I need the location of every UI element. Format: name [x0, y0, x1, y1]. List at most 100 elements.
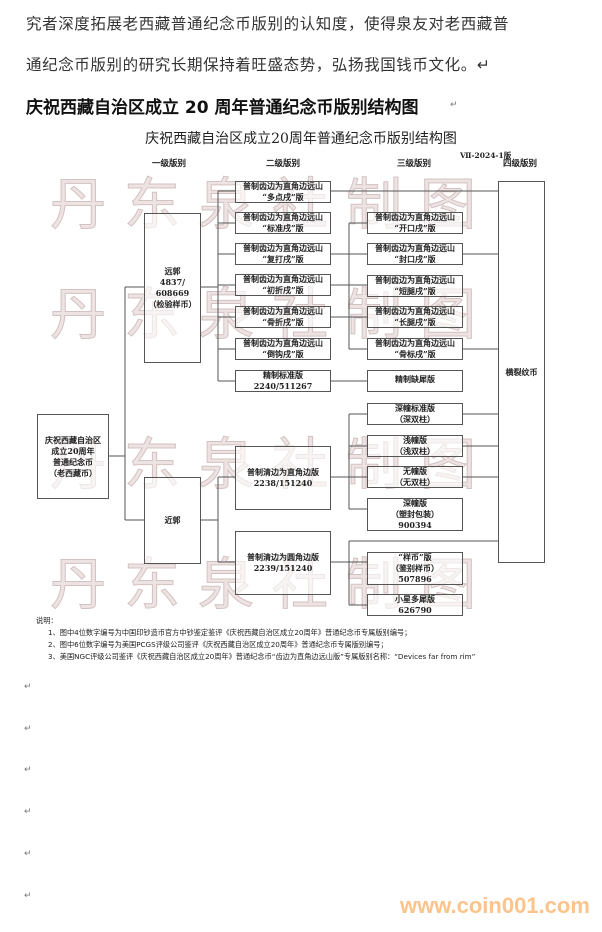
box-text: 普制齿边为直角边远山	[375, 212, 455, 222]
l3-box: 普制齿边为直角边远山“骨标戌”版	[367, 338, 463, 360]
box-text: “复打戌”版	[262, 254, 304, 264]
return-mark: ↵	[24, 807, 32, 817]
box-text: 普制齿边为直角边远山	[375, 338, 455, 348]
box-text: 普制齿边为直角边远山	[243, 306, 323, 316]
box-text: “长腿戌”版	[394, 317, 436, 327]
l3-box: 浅幢版（浅双柱）	[367, 435, 463, 457]
notes-label: 说明：	[36, 616, 58, 625]
box-text: “初折戌”版	[262, 285, 304, 295]
box-text: 深幢版	[403, 498, 427, 508]
level-header: 一级版别	[152, 159, 187, 169]
root-box: 庆祝西藏自治区 成立20周年 普通纪念币 （老西藏币）	[37, 414, 109, 499]
l2-box: 普制齿边为直角边远山“骨折戌”版	[235, 306, 331, 328]
l2-box: 普制齿边为直角边远山“初折戌”版	[235, 274, 331, 296]
return-mark: ↵	[24, 849, 32, 859]
box-text: 普通纪念币	[53, 456, 93, 467]
body-paragraph-line: 通纪念币版别的研究长期保持着旺盛态势，弘扬我国钱币文化。↵	[26, 56, 491, 74]
box-text: 近郭	[164, 515, 181, 525]
l2-box: 普制齿边为直角边远山“标准戌”版	[235, 212, 331, 234]
l3-box: 普制齿边为直角边远山“短腿戌”版	[367, 275, 463, 297]
box-text: “标准戌”版	[262, 223, 304, 233]
l2-box: 普制齿边为直角边远山“复打戌”版	[235, 243, 331, 265]
box-text: “样币”版	[398, 552, 432, 562]
l3-box: 精制缺犀版	[367, 370, 463, 392]
box-text: “骨折戌”版	[262, 317, 304, 327]
return-mark: ↵	[450, 100, 458, 110]
l3-box: 普制齿边为直角边远山“长腿戌”版	[367, 306, 463, 328]
box-text: 2240/511267	[253, 381, 313, 391]
box-text: 普制齿边为直角边远山	[243, 212, 323, 222]
l3-box: 无幢版（无双柱）	[367, 466, 463, 488]
box-text: “多点戌”版	[262, 192, 304, 202]
l4-box: 横裂纹币	[498, 181, 545, 563]
note-item: 3、美国NGC评级公司鉴评《庆祝西藏自治区成立20周年》普通纪念币“齿边为直角边…	[48, 652, 476, 661]
box-text: 远郭	[164, 266, 181, 276]
return-mark: ↵	[24, 765, 32, 775]
box-text: 小星多犀版	[395, 594, 435, 604]
box-text: “骨标戌”版	[394, 349, 436, 359]
box-text: 精制标准版	[263, 370, 303, 380]
box-text: 普制清边为直角边版	[247, 467, 319, 477]
box-text: 横裂纹币	[505, 366, 538, 377]
box-text: （鉴别样币）	[391, 563, 439, 573]
box-text: “短腿戌”版	[394, 286, 436, 296]
l3-box: 深幢版（塑封包装）900394	[367, 498, 463, 531]
box-text: 浅幢版	[403, 435, 427, 445]
box-text: 普制齿边为直角边远山	[243, 181, 323, 191]
l3-box: 普制齿边为直角边远山“封口戌”版	[367, 243, 463, 265]
box-text: （浅双柱）	[395, 446, 435, 456]
box-text: 普制齿边为直角边远山	[375, 275, 455, 285]
l1-box-yuanguo: 远郭 4837/ 608669 （检验样币）	[144, 213, 201, 363]
return-mark: ↵	[24, 682, 32, 692]
l2-box: 普制齿边为直角边远山“多点戌”版	[235, 181, 331, 203]
note-item: 1、图中4位数字编号为中国印钞造币官方中钞鉴定鉴评《庆祝西藏自治区成立20周年》…	[48, 628, 412, 637]
box-text: 普制齿边为直角边远山	[243, 274, 323, 284]
body-paragraph-line: 究者深度拓展老西藏普通纪念币版别的认知度，使得泉友对老西藏普	[26, 15, 510, 33]
box-text: 608669	[155, 288, 190, 298]
site-logo: www.coin001.com	[400, 893, 590, 918]
l2-box: 普制齿边为直角边远山“倒钩戌”版	[235, 338, 331, 360]
note-item: 2、图中6位数字编号为美国PCGS评级公司鉴评《庆祝西藏自治区成立20周年》普通…	[48, 640, 388, 649]
l3-box: 深幢标准版（深双柱）	[367, 403, 463, 425]
box-text: 庆祝西藏自治区	[45, 434, 101, 445]
chart-title: 庆祝西藏自治区成立20周年普通纪念币版别结构图	[145, 131, 457, 147]
box-text: 4837/	[159, 277, 186, 287]
box-text: 深幢标准版	[395, 403, 435, 413]
l1-box-jinguo: 近郭	[144, 477, 201, 564]
box-text: “开口戌”版	[394, 223, 436, 233]
box-text: 普制清边为圆角边版	[247, 552, 319, 562]
box-text: （检验样币）	[148, 299, 197, 309]
box-text: 626790	[398, 605, 432, 615]
box-text: （塑封包装）	[391, 509, 439, 519]
box-text: 507896	[398, 574, 432, 584]
return-mark: ↵	[24, 724, 32, 734]
return-mark: ↵	[24, 891, 32, 901]
chart-notes: 说明： 1、图中4位数字编号为中国印钞造币官方中钞鉴定鉴评《庆祝西藏自治区成立2…	[36, 615, 475, 663]
box-text: “倒钩戌”版	[262, 349, 304, 359]
box-text: （老西藏币）	[49, 467, 97, 478]
box-text: 无幢版	[403, 466, 427, 476]
section-heading: 庆祝西藏自治区成立 20 周年普通纪念币版别结构图	[26, 98, 419, 118]
level-header: 四级版别	[503, 159, 538, 169]
box-text: “封口戌”版	[394, 254, 436, 264]
box-text: 900394	[398, 520, 432, 530]
box-text: 普制齿边为直角边远山	[243, 243, 323, 253]
box-text: （深双柱）	[395, 414, 435, 424]
box-text: 普制齿边为直角边远山	[243, 338, 323, 348]
l3-box: 普制齿边为直角边远山“开口戌”版	[367, 212, 463, 234]
chart-version: Ⅶ-2024-1版	[460, 151, 512, 160]
box-text: 普制齿边为直角边远山	[375, 306, 455, 316]
box-text: 2239/151240	[253, 563, 313, 573]
box-text: 成立20周年	[51, 445, 95, 456]
box-text: 精制缺犀版	[395, 374, 435, 384]
level-header: 三级版别	[397, 159, 432, 169]
box-text: 2238/151240	[253, 478, 313, 488]
l3-box: “样币”版（鉴别样币）507896	[367, 552, 463, 585]
box-text: （无双柱）	[395, 477, 435, 487]
